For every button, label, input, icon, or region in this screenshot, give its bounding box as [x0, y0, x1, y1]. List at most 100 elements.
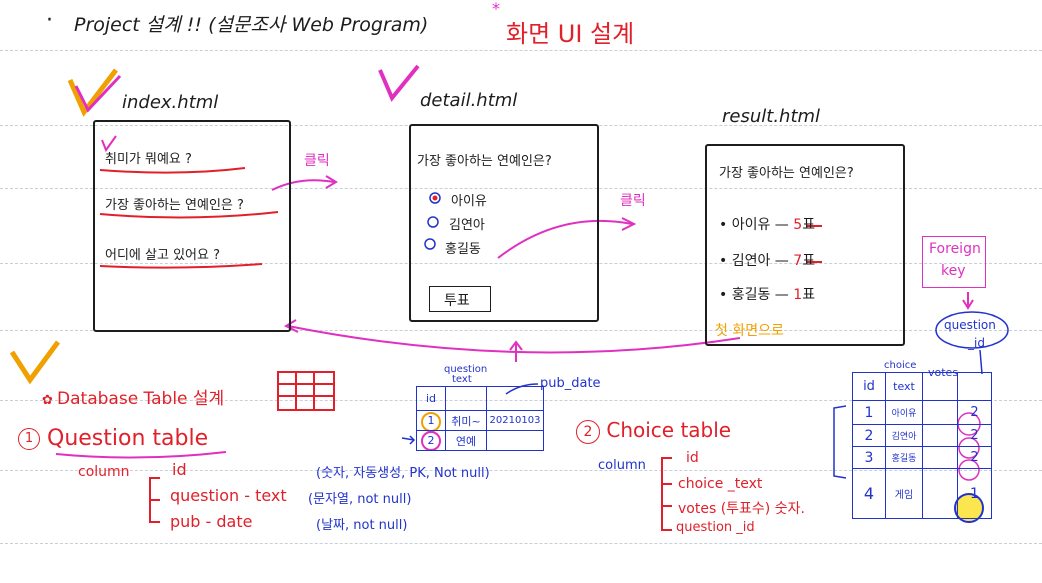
rule-line: [0, 470, 1042, 471]
detail-option[interactable]: 홍길동: [445, 242, 481, 257]
click-label: 클릭: [304, 153, 330, 169]
column-name: question _id: [676, 520, 755, 535]
result-name: 아이유: [731, 217, 771, 233]
foreign-key-label: Foreign key: [922, 236, 986, 288]
rule-line: [0, 543, 1042, 544]
sketch-cell: 2: [957, 400, 992, 425]
sketch-cell: 2: [416, 430, 446, 451]
question-id-note: question: [944, 318, 996, 332]
question-table-title: 1 Question table: [18, 426, 208, 451]
column-name: id: [686, 450, 699, 466]
sketch-cell: [486, 386, 544, 411]
sketch-cell: 4: [852, 468, 886, 519]
back-to-first-link[interactable]: 첫 화면으로: [715, 323, 784, 339]
sketch-cell: [922, 372, 958, 401]
sketch-cell: text: [885, 372, 923, 401]
result-votes: 1: [793, 287, 803, 303]
sketch-cell: [922, 424, 958, 447]
radio-checked-icon: [429, 192, 441, 204]
sketch-cell: id: [416, 386, 446, 411]
result-votes: 7: [793, 253, 803, 269]
column-note: (날짜, not null): [316, 518, 408, 533]
sketch-cell: [957, 372, 992, 401]
detail-option[interactable]: 김연아: [449, 218, 485, 233]
sketch-header: text: [452, 374, 472, 385]
section-number: 2: [576, 419, 600, 444]
vote-button-label: 투표: [444, 293, 470, 309]
underline: [99, 167, 246, 174]
underline: [99, 263, 263, 269]
result-name: 김연아: [731, 253, 771, 269]
rule-line: [0, 263, 1042, 264]
index-question-item[interactable]: 가장 좋아하는 연예인은 ?: [105, 198, 244, 213]
sketch-cell: 2: [957, 446, 992, 469]
rule-line: [0, 188, 1042, 189]
column-name: pub - date: [170, 512, 253, 531]
column-label: column: [598, 458, 646, 473]
sketch-header: pub_date: [540, 376, 601, 391]
result-unit: 표: [802, 217, 816, 233]
result-filename: result.html: [722, 106, 821, 127]
rule-line: [0, 50, 1042, 51]
sketch-cell: 20210103: [486, 410, 544, 431]
column-label: column: [78, 464, 130, 480]
result-row: • 아이유 — 5표: [719, 217, 816, 233]
detail-option[interactable]: 아이유: [451, 194, 487, 209]
arrow-right-icon: [271, 179, 335, 191]
sketch-cell: [445, 386, 487, 411]
result-row: • 홍길동 — 1표: [719, 287, 816, 303]
sketch-cell: 취미~: [445, 410, 487, 431]
index-filename: index.html: [122, 92, 219, 113]
column-name: id: [172, 460, 187, 479]
radio-icon: [427, 216, 439, 228]
star-icon: *: [492, 0, 500, 18]
result-row: • 김연아 — 7표: [719, 253, 816, 269]
result-name: 홍길동: [731, 287, 771, 303]
ui-design-title: 화면 UI 설계: [506, 20, 635, 48]
sketch-cell: 3: [852, 446, 886, 469]
sketch-header: question: [444, 364, 488, 375]
detail-filename: detail.html: [420, 90, 518, 111]
check-icon: [378, 64, 420, 102]
index-question-item[interactable]: 어디에 살고 있어요 ?: [105, 248, 220, 263]
sketch-cell: [922, 468, 958, 519]
arrow-right-icon: [497, 219, 633, 259]
sketch-cell: [922, 400, 958, 425]
radio-icon: [424, 238, 436, 250]
result-unit: 표: [802, 287, 816, 303]
table-grid-icon: [277, 371, 335, 411]
sketch-cell: 1: [852, 400, 886, 425]
arrow-left-icon: [287, 325, 741, 354]
column-note: (숫자, 자동생성, PK, Not null): [316, 466, 490, 481]
choice-table-title: 2 Choice table: [576, 418, 731, 444]
check-icon: [101, 135, 117, 153]
sketch-cell: [922, 446, 958, 469]
sketch-cell: 2: [852, 424, 886, 447]
check-icon: [9, 340, 61, 385]
vote-button[interactable]: 투표: [429, 286, 491, 312]
project-title: Project 설계 !! (설문조사 Web Program): [74, 14, 429, 36]
click-label: 클릭: [620, 193, 646, 209]
index-question-item[interactable]: 취미가 뭐예요 ?: [105, 152, 192, 167]
column-name: question - text: [170, 486, 287, 505]
sketch-cell: 아이유: [885, 400, 923, 425]
sketch-cell: 2: [957, 424, 992, 447]
sketch-cell: [486, 430, 544, 451]
sketch-cell: 1: [957, 468, 992, 519]
sketch-cell: 1: [416, 410, 446, 431]
column-name: choice _text: [678, 476, 763, 492]
result-page-frame: 가장 좋아하는 연예인은? • 아이유 — 5표 • 김연아 — 7표 • 홍길…: [705, 144, 905, 346]
result-question: 가장 좋아하는 연예인은?: [719, 166, 854, 181]
header-bullet: ·: [46, 8, 53, 33]
detail-question: 가장 좋아하는 연예인은?: [417, 154, 552, 169]
result-votes: 5: [793, 217, 803, 233]
result-unit: 표: [802, 253, 816, 269]
underline: [99, 211, 279, 219]
question-table-sketch: id 1 취미~ 20210103 2 연예: [416, 386, 544, 451]
sketch-header: choice: [884, 360, 917, 371]
check-icon: [67, 68, 118, 117]
sketch-cell: 김연아: [885, 424, 923, 447]
rule-line: [0, 330, 1042, 331]
sketch-cell: id: [852, 372, 886, 401]
section-number: 1: [18, 428, 40, 450]
